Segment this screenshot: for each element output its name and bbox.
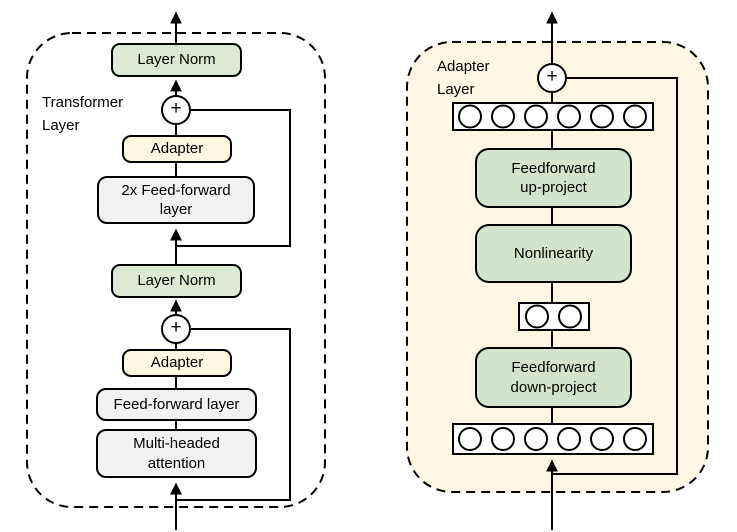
feature-circle <box>458 427 482 451</box>
add-node-adapter: + <box>537 63 567 93</box>
adapter-layer-connectors <box>546 11 678 530</box>
skip-connection-bottom-left <box>176 328 291 501</box>
feature-circle <box>491 104 515 129</box>
adapter-top-box: Adapter <box>122 135 232 163</box>
feature-circle <box>525 304 549 329</box>
adapter-bottom-box: Adapter <box>122 349 232 377</box>
feedforward-layer-box: Feed-forward layer <box>96 388 257 421</box>
feature-circle <box>524 104 548 129</box>
feature-row-bottom <box>452 423 654 455</box>
transformer-layer-connectors <box>170 11 291 530</box>
layer-norm-bottom-box: Layer Norm <box>111 264 242 298</box>
feature-circle <box>623 104 647 129</box>
nonlinearity-box: Nonlinearity <box>475 224 632 283</box>
add-node-top-left: + <box>161 95 191 125</box>
feature-circle <box>458 104 482 129</box>
feature-circle <box>491 427 515 451</box>
skip-connection-top-left <box>176 109 291 247</box>
feature-circle <box>558 304 582 329</box>
feature-circle <box>590 427 614 451</box>
transformer-layer-label: Transformer Layer <box>42 94 124 134</box>
feedforward-down-project-box: Feedforward down-project <box>475 347 632 408</box>
add-node-bottom-left: + <box>161 314 191 344</box>
feature-circle <box>590 104 614 129</box>
feature-circle <box>524 427 548 451</box>
layer-norm-top-box: Layer Norm <box>111 43 242 77</box>
feature-circle <box>557 427 581 451</box>
feature-row-top <box>452 102 654 131</box>
feature-vector-rows <box>452 102 654 455</box>
feature-circle <box>623 427 647 451</box>
feature-circle <box>557 104 581 129</box>
feedforward-2x-box: 2x Feed-forward layer <box>97 176 255 224</box>
transformer-layer-panel-border <box>26 32 326 508</box>
adapter-layer-label: Adapter Layer <box>437 58 490 98</box>
skip-connection-adapter <box>552 77 678 475</box>
feedforward-up-project-box: Feedforward up-project <box>475 148 632 208</box>
multi-headed-attention-box: Multi-headed attention <box>96 429 257 478</box>
